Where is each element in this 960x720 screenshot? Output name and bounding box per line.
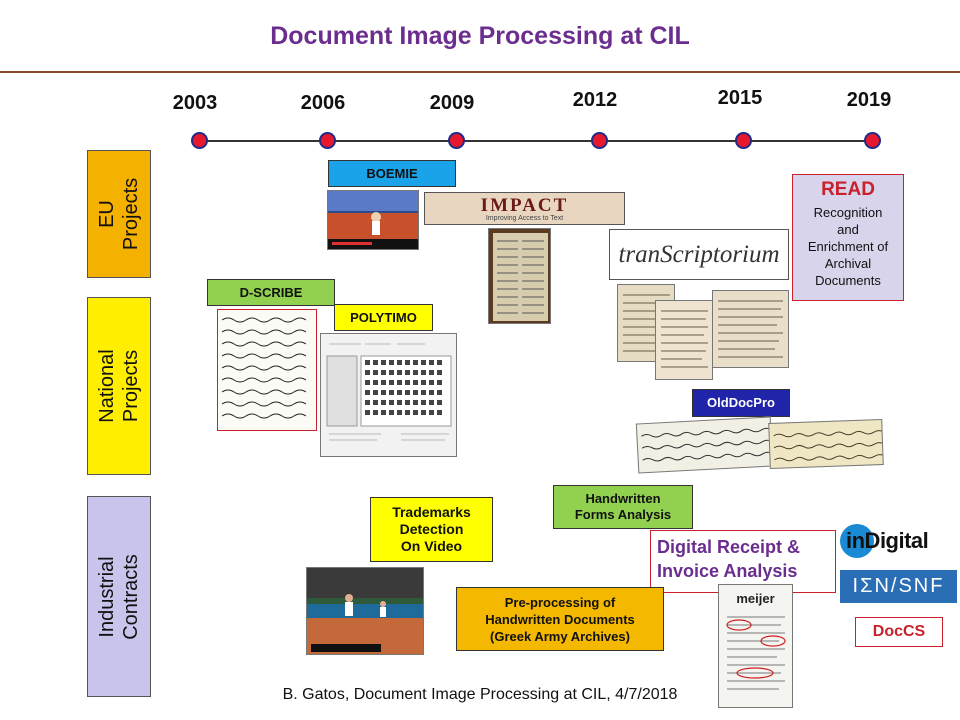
row-label-text: Industrial Contracts — [96, 553, 142, 640]
timeline-marker — [191, 132, 208, 149]
timeline-marker — [591, 132, 608, 149]
year-label: 2015 — [717, 87, 763, 109]
read-description: Recognition and Enrichment of Archival D… — [807, 205, 889, 288]
trademarks-tennis-video-frame — [306, 567, 424, 655]
transcriptorium-doc-image-2 — [655, 300, 713, 380]
timeline-marker — [319, 132, 336, 149]
project-boemie: BOEMIE — [328, 160, 456, 187]
receipt-store-name: meijer — [736, 591, 775, 606]
project-digital-receipt-invoice-analysis: Digital Receipt & Invoice Analysis — [650, 530, 836, 593]
ien-snf-logo: ΙΣΝ/SNF — [840, 570, 957, 603]
impact-tagline: Improving Access to Text — [485, 215, 564, 222]
row-label-industrial: Industrial Contracts — [87, 496, 151, 697]
year-label: 2019 — [846, 89, 892, 111]
boemie-video-thumbnail — [327, 190, 419, 250]
title-divider — [0, 71, 960, 73]
project-preprocessing-greek-army-archives: Pre-processing of Handwritten Documents … — [456, 587, 664, 651]
dscribe-greek-manuscript-image — [217, 309, 317, 431]
project-handwritten-forms-analysis: Handwritten Forms Analysis — [553, 485, 693, 529]
impact-logo-text: IMPACT — [480, 195, 569, 216]
polytimo-character-clustering-screenshot — [320, 333, 457, 457]
year-label: 2006 — [300, 92, 346, 114]
transcriptorium-doc-image-3 — [712, 290, 789, 368]
year-label: 2009 — [429, 92, 475, 114]
indigital-logo-text: inDigital — [846, 528, 929, 553]
row-label-national: National Projects — [87, 297, 151, 475]
read-title: READ — [821, 179, 875, 200]
olddocpro-greek-text-image-1 — [635, 416, 774, 474]
slide-title: Document Image Processing at CIL — [270, 22, 690, 50]
project-dscribe: D-SCRIBE — [207, 279, 335, 306]
project-impact-logo: IMPACT Improving Access to Text — [424, 192, 625, 225]
project-olddocpro: OldDocPro — [692, 389, 790, 417]
project-polytimo: POLYTIMO — [334, 304, 433, 331]
timeline-marker — [448, 132, 465, 149]
footer-citation: B. Gatos, Document Image Processing at C… — [282, 686, 678, 703]
timeline-marker — [864, 132, 881, 149]
year-label: 2012 — [572, 89, 618, 111]
timeline-marker — [735, 132, 752, 149]
project-transcriptorium-logo: tranScriptorium — [609, 229, 789, 280]
indigital-logo-mark — [840, 524, 874, 558]
year-label: 2003 — [172, 92, 218, 114]
olddocpro-greek-text-image-2 — [768, 419, 884, 469]
indigital-logo: inDigital — [840, 522, 955, 564]
timeline-axis — [200, 140, 872, 142]
row-label-text: National Projects — [96, 349, 142, 423]
impact-manuscript-image — [488, 228, 551, 324]
receipt-image: meijer — [718, 584, 793, 708]
project-read: READ Recognition and Enrichment of Archi… — [792, 174, 904, 301]
project-trademarks-detection: Trademarks Detection On Video — [370, 497, 493, 562]
row-label-text: EU Projects — [96, 177, 142, 251]
client-docs: DocCS — [855, 617, 943, 647]
row-label-eu: EU Projects — [87, 150, 151, 278]
